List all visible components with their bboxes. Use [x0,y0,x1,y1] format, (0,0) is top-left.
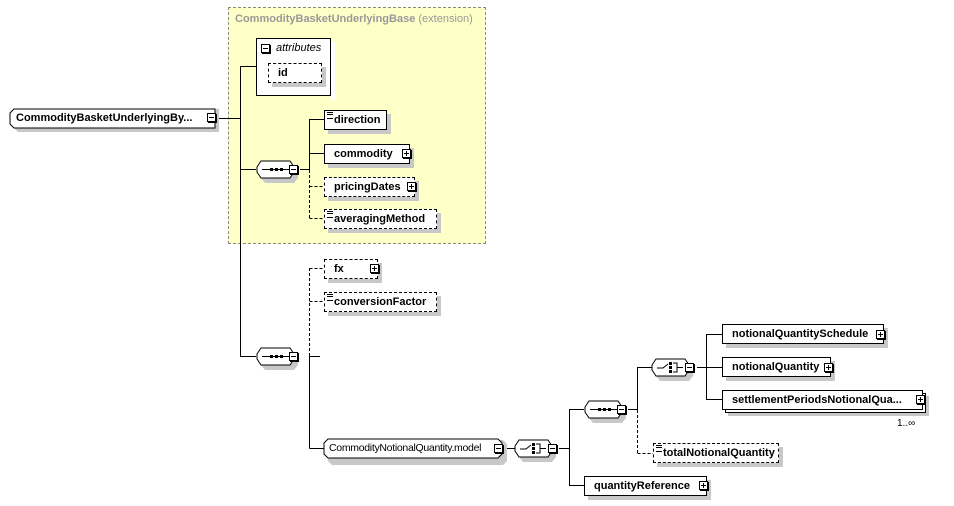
collapse-choice-2-icon[interactable] [685,363,694,372]
expand-quantity-reference-icon[interactable] [699,481,708,490]
element-pricing-dates[interactable]: pricingDates [324,177,415,197]
model-group-shape [323,438,507,465]
element-commodity[interactable]: commodity [324,144,410,164]
expand-pricing-dates-icon[interactable] [407,182,416,191]
collapse-sequence-1-icon[interactable] [289,165,298,174]
element-notional-quantity-label: notionalQuantity [732,361,820,373]
element-commodity-label: commodity [334,148,393,160]
element-direction[interactable]: direction [324,110,387,130]
collapse-attributes-icon[interactable] [261,44,270,53]
element-notional-quantity-schedule[interactable]: notionalQuantitySchedule [722,324,884,344]
expand-fx-icon[interactable] [370,264,379,273]
root-element-label: CommodityBasketUnderlyingBy... [16,112,193,124]
element-quantity-reference-label: quantityReference [594,480,690,492]
element-fx[interactable]: fx [324,259,378,279]
sequence-compositor-2[interactable] [256,347,298,370]
element-conversion-factor-label: conversionFactor [334,296,427,308]
root-element[interactable]: CommodityBasketUnderlyingBy... [10,109,215,128]
model-group-label: CommodityNotionalQuantity.model [329,442,482,454]
element-averaging-method[interactable]: averagingMethod [324,209,437,229]
extension-title: CommodityBasketUnderlyingBase (extension… [235,13,473,25]
sequence-compositor-1[interactable] [256,160,298,183]
sequence-compositor-3[interactable] [584,400,626,423]
simple-content-icon [327,211,333,218]
extension-type-name: CommodityBasketUnderlyingBase [235,13,416,25]
expand-settlement-periods-icon[interactable] [916,395,925,404]
element-total-notional-quantity-label: totalNotionalQuantity [663,447,775,459]
element-averaging-method-label: averagingMethod [334,213,426,225]
element-settlement-periods-notional-quantity[interactable]: settlementPeriodsNotionalQua... [722,390,923,410]
root-element-shape [9,108,219,132]
element-pricing-dates-label: pricingDates [334,181,401,193]
expand-notional-quantity-schedule-icon[interactable] [876,330,885,339]
element-conversion-factor[interactable]: conversionFactor [324,292,437,312]
expand-notional-quantity-icon[interactable] [824,363,833,372]
element-direction-label: direction [334,114,381,126]
attribute-id-label: id [278,67,288,79]
collapse-sequence-3-icon[interactable] [617,405,626,414]
extension-suffix: (extension) [418,13,473,25]
attributes-label: attributes [276,42,322,54]
collapse-root-icon[interactable] [207,113,216,122]
choice-compositor-1[interactable] [514,439,556,462]
element-notional-quantity[interactable]: notionalQuantity [722,357,831,377]
attribute-id[interactable]: id [268,63,322,83]
collapse-sequence-2-icon[interactable] [289,352,298,361]
cardinality-label: 1..∞ [897,418,916,429]
model-group[interactable]: CommodityNotionalQuantity.model [324,439,502,458]
collapse-choice-1-icon[interactable] [548,444,557,453]
element-total-notional-quantity[interactable]: totalNotionalQuantity [653,443,779,463]
simple-content-icon [327,294,333,301]
simple-content-icon [327,112,333,119]
simple-content-icon [656,445,662,452]
element-quantity-reference[interactable]: quantityReference [584,476,707,496]
expand-commodity-icon[interactable] [402,149,411,158]
element-notional-quantity-schedule-label: notionalQuantitySchedule [732,328,869,340]
collapse-model-group-icon[interactable] [494,444,503,453]
attributes-box: attributes id [256,38,331,96]
element-settlement-periods-label: settlementPeriodsNotionalQua... [732,394,902,406]
element-fx-label: fx [334,263,344,275]
